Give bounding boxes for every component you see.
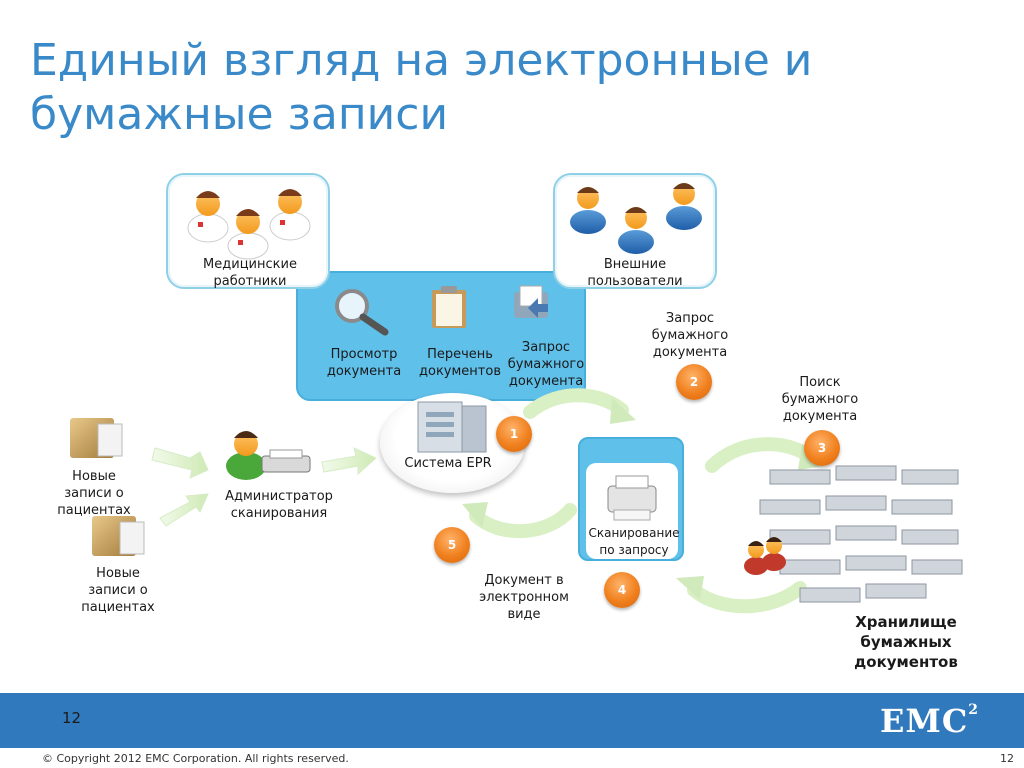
scan-on-request-line1: Сканирование xyxy=(588,526,680,540)
paper-request-inner-line3: документа xyxy=(508,374,584,389)
paper-request-inner-line1: Запрос xyxy=(521,340,571,355)
arrow-scan-to-storage xyxy=(705,437,817,473)
emc-logo-text: EMC xyxy=(880,702,969,740)
slide-title-line2: бумажные записи xyxy=(30,89,449,140)
storage-racks-icon xyxy=(759,465,963,603)
folder-arrow-icon xyxy=(514,285,548,318)
paper-search-label: Поиск бумажного документа xyxy=(770,374,870,425)
electronic-doc-line1: Документ в xyxy=(484,573,564,588)
scan-admin-line1: Администратор xyxy=(225,489,333,504)
medical-staff-line2: работники xyxy=(213,274,287,289)
printer-icon xyxy=(607,475,657,521)
arrow-records2-to-admin xyxy=(159,493,209,527)
medical-staff-line1: Медицинские xyxy=(203,257,297,272)
archive-box-icon xyxy=(70,418,145,556)
storage-line2: бумажных xyxy=(860,633,952,651)
page-number: 12 xyxy=(62,709,82,727)
slide-title-line1: Единый взгляд на электронные и xyxy=(30,35,813,86)
user-icon xyxy=(570,183,702,254)
storage-line3: документов xyxy=(854,653,958,671)
scanner-admin-icon xyxy=(226,431,311,480)
new-records-1-line1: Новые xyxy=(72,469,116,484)
magnifier-icon xyxy=(335,289,389,336)
scan-admin-label: Администратор сканирования xyxy=(216,488,342,522)
scan-admin-line2: сканирования xyxy=(230,506,328,521)
paper-search-line3: документа xyxy=(782,409,858,424)
storage-line1: Хранилище xyxy=(855,613,957,631)
external-users-line2: пользователи xyxy=(587,274,683,289)
electronic-doc-line2: электронном xyxy=(479,590,569,605)
emc-logo-sup: 2 xyxy=(968,702,980,719)
storage-label: Хранилище бумажных документов xyxy=(836,612,976,672)
epr-system-label: Система EPR xyxy=(404,456,492,471)
arrow-scan-to-epr xyxy=(469,503,577,539)
page-number-small: 12 xyxy=(1000,752,1014,765)
new-records-2-line2: записи о xyxy=(88,583,148,598)
paper-request-outer-line2: бумажного xyxy=(651,328,729,343)
step-badge-3: 3 xyxy=(804,430,840,466)
doctor-icon xyxy=(187,189,311,260)
people-group-icon xyxy=(744,537,786,575)
document-list-line1: Перечень xyxy=(427,347,493,362)
step-badge-2: 2 xyxy=(676,364,712,400)
paper-request-inner-label: Запрос бумажного документа xyxy=(502,339,590,390)
document-list-label: Перечень документов xyxy=(410,346,510,380)
view-document-line2: документа xyxy=(326,364,402,379)
footer-divider xyxy=(48,691,978,693)
copyright-text: © Copyright 2012 EMC Corporation. All ri… xyxy=(42,752,349,765)
arrow-admin-to-epr xyxy=(321,447,377,476)
new-records-1-line2: записи о xyxy=(64,486,124,501)
slide-title: Единый взгляд на электронные и бумажные … xyxy=(30,34,930,142)
scan-on-request-line2: по запросу xyxy=(599,543,669,557)
medical-staff-label: Медицинские работники xyxy=(186,256,314,290)
step-badge-5: 5 xyxy=(434,527,470,563)
external-users-line1: Внешние xyxy=(603,257,667,272)
arrow-epr-to-scan xyxy=(523,388,629,419)
view-document-label: Просмотр документа xyxy=(314,346,414,380)
arrow-records1-to-admin xyxy=(151,447,209,479)
arrow-storage-to-scan xyxy=(687,581,807,614)
paper-request-outer-line3: документа xyxy=(652,345,728,360)
paper-search-line2: бумажного xyxy=(781,392,859,407)
new-records-1-line3: пациентах xyxy=(57,503,131,518)
view-document-line1: Просмотр xyxy=(330,347,398,362)
step-badge-1: 1 xyxy=(496,416,532,452)
new-records-1-label: Новые записи о пациентах xyxy=(46,468,142,519)
footer-bar xyxy=(0,693,1024,748)
paper-request-outer-label: Запрос бумажного документа xyxy=(640,310,740,361)
new-records-2-label: Новые записи о пациентах xyxy=(70,565,166,616)
paper-search-line1: Поиск xyxy=(799,375,841,390)
external-users-label: Внешние пользователи xyxy=(570,256,700,290)
paper-request-inner-line2: бумажного xyxy=(507,357,585,372)
clipboard-icon xyxy=(432,286,466,328)
new-records-2-line1: Новые xyxy=(96,566,140,581)
emc-logo: EMC2 xyxy=(880,702,979,740)
electronic-doc-label: Документ в электронном виде xyxy=(474,572,574,623)
server-icon xyxy=(417,401,487,453)
scan-on-request-label: Сканирование по запросу xyxy=(582,525,686,559)
document-list-line2: документов xyxy=(419,364,501,379)
electronic-doc-line3: виде xyxy=(507,607,541,622)
paper-request-outer-line1: Запрос xyxy=(665,311,715,326)
new-records-2-line3: пациентах xyxy=(81,600,155,615)
step-badge-4: 4 xyxy=(604,572,640,608)
